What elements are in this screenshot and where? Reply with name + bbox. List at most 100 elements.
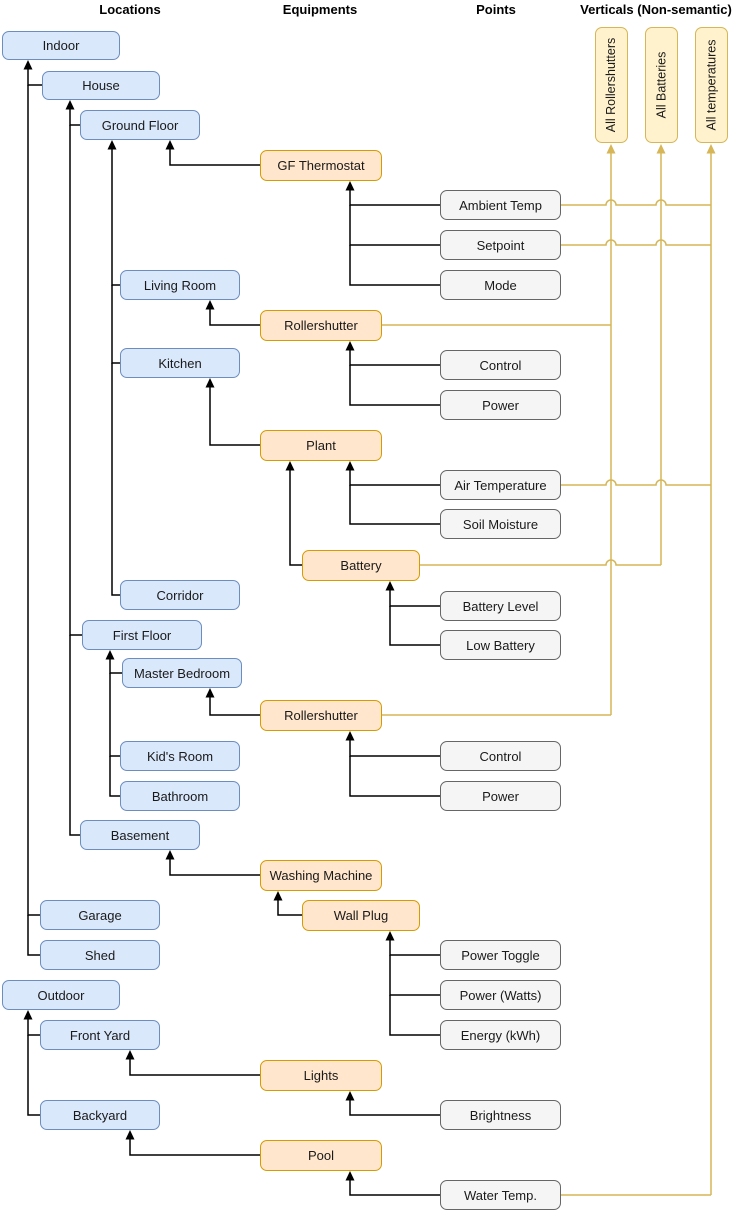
equipment-node-gf-thermostat: GF Thermostat (260, 150, 382, 181)
location-node-shed: Shed (40, 940, 160, 970)
node-label-basement: Basement (110, 827, 170, 843)
edge-air-temperature-to-plant (349, 469, 440, 486)
node-label-all-batteries: All Batteries (654, 51, 669, 119)
location-node-front-yard: Front Yard (40, 1020, 160, 1050)
edge-air-temperature-to-all-temperatures (561, 479, 711, 486)
edge-ground-floor-to-house (69, 108, 80, 126)
edge-power-mbr-to-rollershutter-mbr (349, 756, 440, 797)
column-header-locations: Locations (99, 2, 161, 17)
column-header-verticals: Verticals (Non-semantic) (580, 2, 732, 17)
column-header-equipments: Equipments (282, 2, 358, 17)
location-node-kids-room: Kid's Room (120, 741, 240, 771)
node-label-first-floor: First Floor (112, 627, 172, 643)
node-label-plant: Plant (306, 438, 336, 453)
node-label-indoor: Indoor (42, 38, 80, 53)
edge-washing-machine-to-basement (169, 858, 260, 876)
node-label-brightness: Brightness (469, 1107, 532, 1123)
edge-power-watts-to-wall-plug (389, 955, 440, 996)
edge-front-yard-to-outdoor (27, 1018, 40, 1036)
edge-battery-to-plant (289, 469, 302, 566)
node-label-power-mbr: Power (482, 788, 519, 804)
edge-rollershutter-mbr-to-master-bedroom (209, 696, 260, 716)
node-label-washing-machine: Washing Machine (269, 868, 373, 883)
edge-kitchen-to-ground-floor (111, 285, 120, 364)
node-label-kids-room: Kid's Room (146, 748, 214, 764)
edge-mode-to-gf-thermostat (349, 245, 440, 286)
edge-power-gf-to-rollershutter-gf (349, 365, 440, 406)
point-node-power-gf: Power (440, 390, 561, 420)
point-node-power-mbr: Power (440, 781, 561, 811)
node-label-backyard: Backyard (72, 1107, 128, 1123)
edge-wall-plug-to-washing-machine (277, 899, 302, 916)
equipment-node-wall-plug: Wall Plug (302, 900, 420, 931)
point-node-brightness: Brightness (440, 1100, 561, 1130)
vertical-node-all-batteries: All Batteries (645, 27, 678, 143)
edge-setpoint-to-gf-thermostat (349, 205, 440, 246)
arrowhead-wall-plug (385, 931, 395, 941)
node-label-bathroom: Bathroom (151, 788, 209, 804)
location-node-garage: Garage (40, 900, 160, 930)
point-node-control-gf: Control (440, 350, 561, 380)
equipment-node-rollershutter-gf: Rollershutter (260, 310, 382, 341)
location-node-house: House (42, 71, 160, 100)
node-label-master-bedroom: Master Bedroom (133, 665, 231, 681)
edge-first-floor-to-house (69, 125, 82, 636)
node-label-ground-floor: Ground Floor (101, 117, 179, 133)
point-node-battery-level: Battery Level (440, 591, 561, 621)
arrowhead-ground-floor (165, 140, 175, 150)
edge-brightness-to-lights (349, 1099, 440, 1116)
node-label-control-mbr: Control (479, 748, 522, 764)
node-label-house: House (82, 78, 120, 93)
node-label-outdoor: Outdoor (37, 987, 85, 1003)
node-label-gf-thermostat: GF Thermostat (277, 158, 365, 173)
node-label-garage: Garage (78, 907, 122, 923)
arrowhead-ground-floor (107, 140, 117, 150)
edge-lights-to-front-yard (129, 1058, 260, 1076)
edge-ambient-temp-to-gf-thermostat (349, 189, 440, 206)
edge-corridor-to-ground-floor (111, 363, 120, 596)
equipment-node-rollershutter-mbr: Rollershutter (260, 700, 382, 731)
location-node-basement: Basement (80, 820, 200, 850)
node-label-shed: Shed (84, 947, 116, 963)
edge-ambient-temp-to-all-temperatures (561, 199, 711, 206)
edge-control-gf-to-rollershutter-gf (349, 349, 440, 366)
arrowhead-battery (385, 581, 395, 591)
column-header-points: Points (476, 2, 516, 17)
node-label-rollershutter-mbr: Rollershutter (284, 708, 358, 723)
edge-gf-thermostat-to-ground-floor (169, 148, 260, 166)
location-node-corridor: Corridor (120, 580, 240, 610)
location-node-master-bedroom: Master Bedroom (122, 658, 242, 688)
node-label-battery-level: Battery Level (462, 598, 539, 614)
edge-shed-to-indoor (27, 915, 40, 956)
equipment-node-plant: Plant (260, 430, 382, 461)
node-label-power-gf: Power (482, 397, 519, 413)
edge-power-toggle-to-wall-plug (389, 939, 440, 956)
arrowhead-gf-thermostat (345, 181, 355, 191)
location-node-indoor: Indoor (2, 31, 120, 60)
point-node-low-battery: Low Battery (440, 630, 561, 660)
edge-living-room-to-ground-floor (111, 148, 120, 286)
edge-battery-level-to-battery (389, 589, 440, 607)
arrowhead-pool (345, 1171, 355, 1181)
edge-pool-to-backyard (129, 1138, 260, 1156)
edge-plant-to-kitchen (209, 386, 260, 446)
point-node-energy-kwh: Energy (kWh) (440, 1020, 561, 1050)
edge-battery-to-all-batteries (420, 559, 661, 566)
node-label-air-temperature: Air Temperature (454, 477, 547, 493)
equipment-node-pool: Pool (260, 1140, 382, 1171)
edge-bathroom-to-first-floor (109, 756, 120, 797)
node-label-low-battery: Low Battery (466, 637, 535, 653)
point-node-soil-moisture: Soil Moisture (440, 509, 561, 539)
arrowhead-living-room (205, 300, 215, 310)
node-label-living-room: Living Room (143, 277, 217, 293)
arrowhead-house (65, 100, 75, 110)
node-label-all-temperatures: All temperatures (704, 39, 719, 131)
node-label-soil-moisture: Soil Moisture (462, 516, 539, 532)
edge-kids-room-to-first-floor (109, 673, 120, 757)
arrowhead-washing-machine (273, 891, 283, 901)
node-label-kitchen: Kitchen (158, 355, 202, 371)
point-node-ambient-temp: Ambient Temp (440, 190, 561, 220)
equipment-node-lights: Lights (260, 1060, 382, 1091)
